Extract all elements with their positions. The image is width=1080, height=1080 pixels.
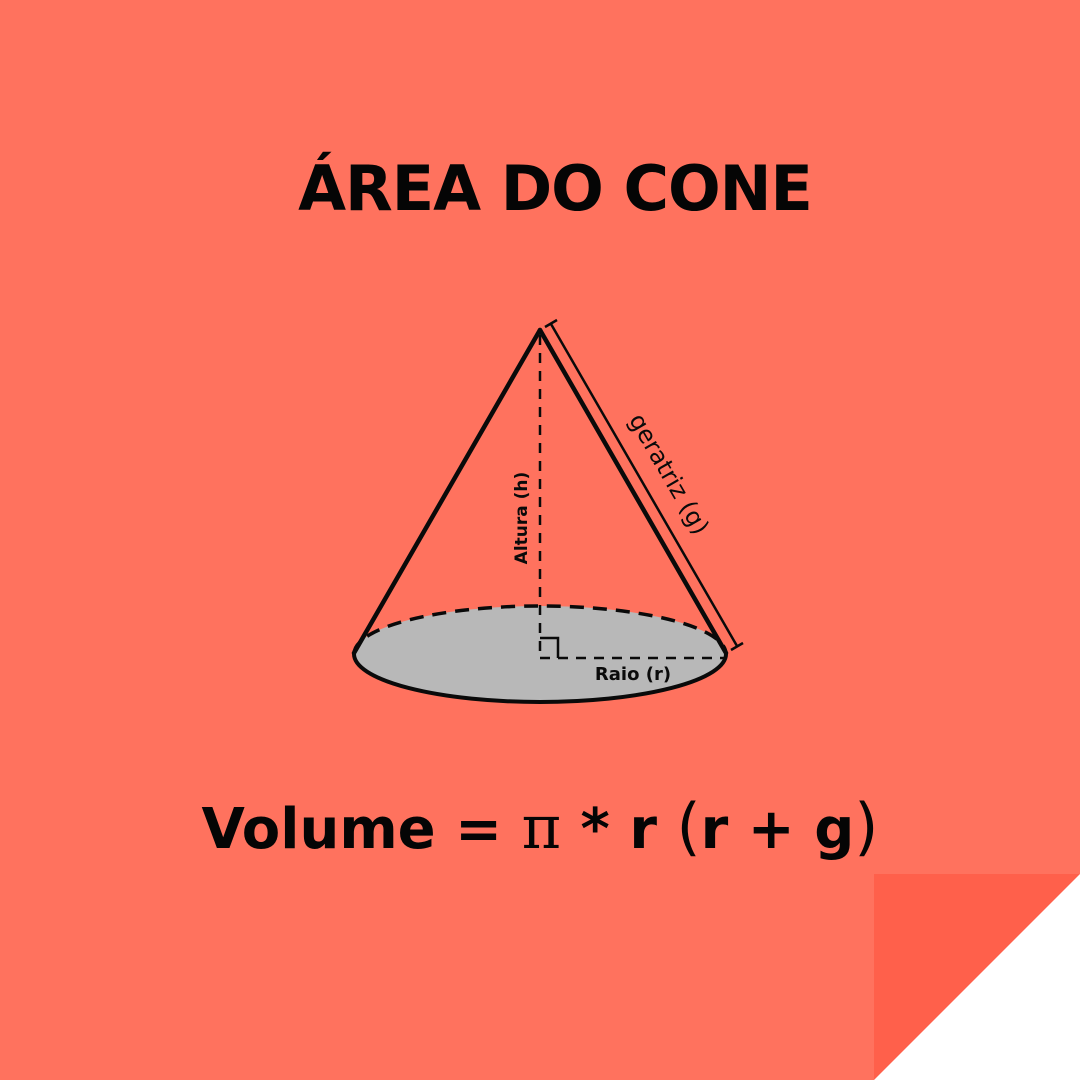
formula-equals: = [455,797,503,862]
height-label: Altura (h) [512,472,532,565]
right-angle-marker [540,636,560,658]
fold-corner-white [874,874,1080,1080]
base-back-edge [352,604,728,655]
base-front-edge [352,653,728,704]
formula-r: r [629,797,657,862]
formula-open-paren: ( [676,790,701,863]
formula-inner: r + g [700,797,855,862]
formula-close-paren: ) [854,790,879,863]
pi-symbol: π [521,793,562,863]
volume-formula: Volume = π * r (r + g) [0,790,1080,863]
formula-times: * [580,797,610,862]
cone-left-side [351,327,543,656]
slant-tick-top [544,318,558,329]
radius-label: Raio (r) [595,664,671,685]
cone-right-side [537,327,729,656]
slant-tick-bottom [730,641,744,652]
page-title: ÁREA DO CONE [298,152,813,225]
cone-base [354,606,726,702]
formula-lhs: Volume [201,797,436,862]
slant-dimension-line [549,323,739,647]
